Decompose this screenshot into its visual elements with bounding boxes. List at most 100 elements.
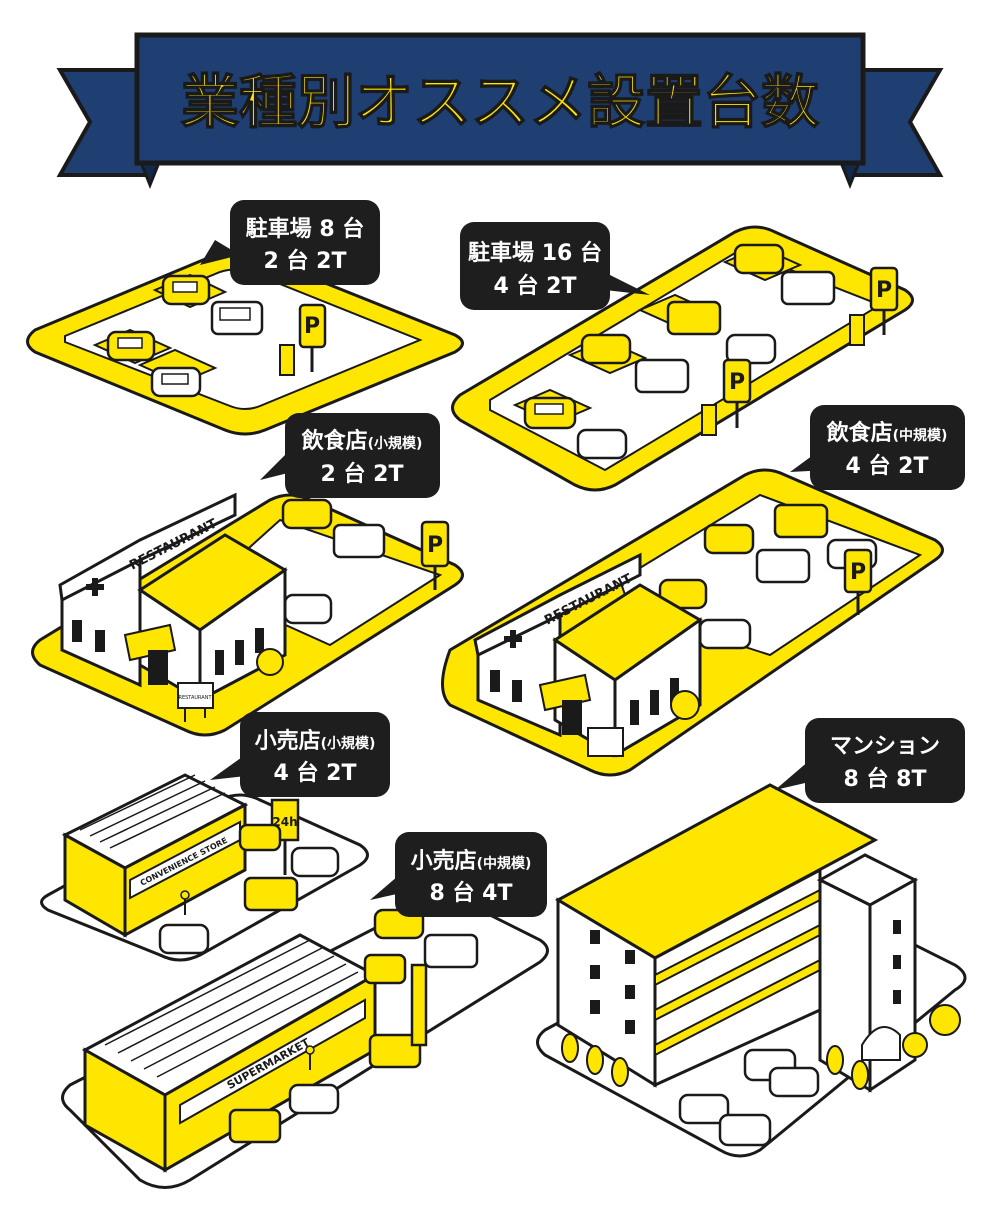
bubble-count: 4 台 2T [494, 273, 577, 299]
car-icon [634, 358, 690, 394]
bubble-count: 8 台 8T [844, 766, 927, 792]
bubble-parking-16: 駐車場 16 台 4 台 2T [460, 222, 650, 310]
mansion-scene [536, 783, 967, 1158]
car-icon [703, 523, 755, 555]
ev-charger-icon [849, 314, 865, 346]
bubble-count: 2 台 2T [321, 461, 404, 487]
open-24h-text: 24h [272, 815, 297, 829]
ev-charger-icon [701, 404, 717, 436]
car-icon [150, 366, 202, 398]
bubble-restaurant-small: 飲食店(小規模) 2 台 2T [260, 413, 440, 498]
bubble-count: 4 台 2T [274, 760, 357, 786]
car-icon [576, 428, 628, 460]
car-icon [368, 1033, 422, 1069]
parking-sign: P [843, 548, 873, 615]
tree-icon [561, 1004, 961, 1090]
car-icon [523, 396, 577, 430]
car-icon [363, 953, 407, 985]
bubble-title: 駐車場 16 台 [468, 240, 602, 266]
tree-icon [256, 648, 284, 676]
bubble-title-sub: (中規模) [477, 855, 532, 872]
bubble-title: 小売店 [411, 848, 477, 874]
restaurant-board-text: RESTAURANT [178, 695, 212, 701]
window-icon [72, 620, 264, 675]
bubble-count: 4 台 2T [846, 453, 929, 479]
ev-charger-icon [279, 344, 295, 376]
bubble-count: 2 台 2T [264, 248, 347, 274]
parking-sign: P [722, 358, 752, 428]
entrance-arch [861, 1026, 901, 1061]
car-icon [755, 548, 811, 584]
title-banner: 業種別オススメ設置台数 [56, 32, 944, 190]
car-icon [210, 300, 264, 336]
parking-sign-letter: P [876, 278, 892, 303]
bubble-restaurant-medium: 飲食店(中規模) 4 台 2T [790, 405, 965, 490]
parking-sign-letter: P [729, 370, 745, 395]
bubble-retail-medium: 小売店(中規模) 8 台 4T [370, 832, 547, 917]
open-24h-sign: 24h [270, 798, 300, 875]
car-icon [678, 1093, 730, 1125]
parking-small-scene: P [26, 249, 464, 436]
bubble-retail-small: 小売店(小規模) 4 台 2T [210, 712, 390, 797]
car-icon [283, 593, 333, 625]
window-icon [490, 670, 679, 725]
restaurant-medium-scene: RESTAURANT P [441, 468, 944, 777]
svg-text:飲食店(小規模): 飲食店(小規模) [301, 428, 423, 454]
tree-icon [670, 690, 700, 720]
svg-text:小売店(小規模): 小売店(小規模) [255, 728, 376, 754]
restaurant-board [587, 727, 624, 757]
svg-text:マンション: マンション [830, 734, 940, 759]
person-icon [180, 890, 190, 915]
bubble-title: 小売店 [255, 728, 321, 754]
svg-text:小売店(中規模): 小売店(中規模) [411, 848, 532, 874]
bubble-mansion: マンション 8 台 8T [775, 718, 965, 803]
restaurant-logo-icon [504, 630, 522, 648]
car-icon [666, 300, 722, 336]
car-icon [718, 1113, 772, 1147]
car-icon [243, 876, 299, 912]
bubble-count: 8 台 4T [430, 880, 513, 906]
small-restaurant-board: RESTAURANT [177, 682, 214, 722]
bubble-title-sub: (中規模) [893, 427, 948, 444]
car-icon [238, 823, 282, 852]
car-icon [332, 523, 386, 559]
bubble-title: マンション [830, 734, 940, 759]
svg-text:駐車場 8 台: 駐車場 8 台 [246, 216, 365, 242]
car-icon [161, 274, 211, 306]
car-icon [768, 1066, 820, 1098]
svg-text:駐車場 16 台: 駐車場 16 台 [468, 240, 602, 266]
bubble-parking-8: 駐車場 8 台 2 台 2T [200, 200, 380, 285]
parking-sign-letter: P [850, 560, 866, 585]
car-icon [698, 618, 752, 650]
car-icon [780, 270, 836, 306]
convenience-store-scene: CONVENIENCE STORE 24h [40, 773, 369, 962]
car-icon [228, 1108, 282, 1144]
person-icon [305, 1045, 315, 1070]
svg-text:飲食店(中規模): 飲食店(中規模) [826, 420, 948, 446]
parking-large-scene: P P [451, 225, 914, 492]
bubble-title-sub: (小規模) [368, 435, 423, 452]
page-title: 業種別オススメ設置台数 [181, 68, 819, 136]
car-icon [773, 503, 829, 539]
car-icon [658, 578, 708, 610]
car-icon [423, 933, 479, 969]
car-icon [288, 1083, 340, 1115]
car-icon [281, 498, 333, 530]
restaurant-logo-icon [86, 578, 104, 596]
bubble-title: 駐車場 8 台 [246, 216, 365, 242]
supermarket-pylon [410, 963, 428, 1047]
parking-sign-letter: P [304, 314, 320, 339]
car-icon [580, 333, 632, 365]
car-icon [290, 846, 340, 878]
parking-sign: P [420, 520, 450, 590]
parking-sign: P [298, 303, 327, 372]
window-icon [590, 920, 901, 1034]
car-icon [733, 243, 785, 275]
restaurant-small-scene: RESTAURANT RESTAURANT P [31, 492, 464, 737]
bubble-title: 飲食店 [301, 428, 368, 454]
supermarket-scene: SUPERMARKET [61, 898, 549, 1189]
car-icon [158, 923, 210, 955]
parking-sign-letter: P [427, 533, 443, 558]
bubble-title: 飲食店 [826, 420, 893, 446]
